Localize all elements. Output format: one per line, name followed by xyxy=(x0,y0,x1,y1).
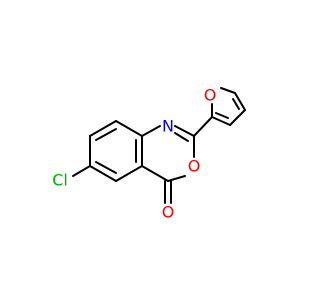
bond-furan-c5-c4 xyxy=(234,92,246,111)
carbonyl-group xyxy=(164,180,172,204)
atom-label-chlorine: Cl xyxy=(52,171,68,190)
bond-c5-c6 xyxy=(115,165,143,182)
bond-c4-c6 xyxy=(141,165,169,182)
bond-furan-c3-c2-inner xyxy=(215,112,229,119)
bond-n-c2 xyxy=(174,125,195,137)
bond-furan-c5-c4-inner xyxy=(232,98,240,110)
bond-c4-cl xyxy=(72,165,91,177)
furan-ring xyxy=(193,87,246,137)
bond-c2-c3-inner xyxy=(95,128,117,141)
atom-label-carbonyl-oxygen: O xyxy=(162,203,175,222)
bond-c1-n xyxy=(141,125,161,137)
bond-c4-c5 xyxy=(89,165,117,182)
atom-label-furan-oxygen: O xyxy=(204,86,217,105)
molecule-structure: N O O O Cl xyxy=(52,86,246,222)
atom-label-ring-oxygen: O xyxy=(188,157,201,176)
atom-label-nitrogen: N xyxy=(162,117,174,136)
bond-furan-c4-c3 xyxy=(229,109,246,126)
benzene-ring xyxy=(89,120,143,182)
bond-c1-c2 xyxy=(115,120,143,137)
bond-c2-c3 xyxy=(89,120,117,137)
bond-c4-c5-inner xyxy=(95,161,117,174)
bond-c2-furan xyxy=(193,116,213,137)
bond-n-c2-double xyxy=(174,132,189,142)
bond-furan-c3-c2 xyxy=(211,116,231,126)
bond-furan-o-right xyxy=(220,87,236,94)
